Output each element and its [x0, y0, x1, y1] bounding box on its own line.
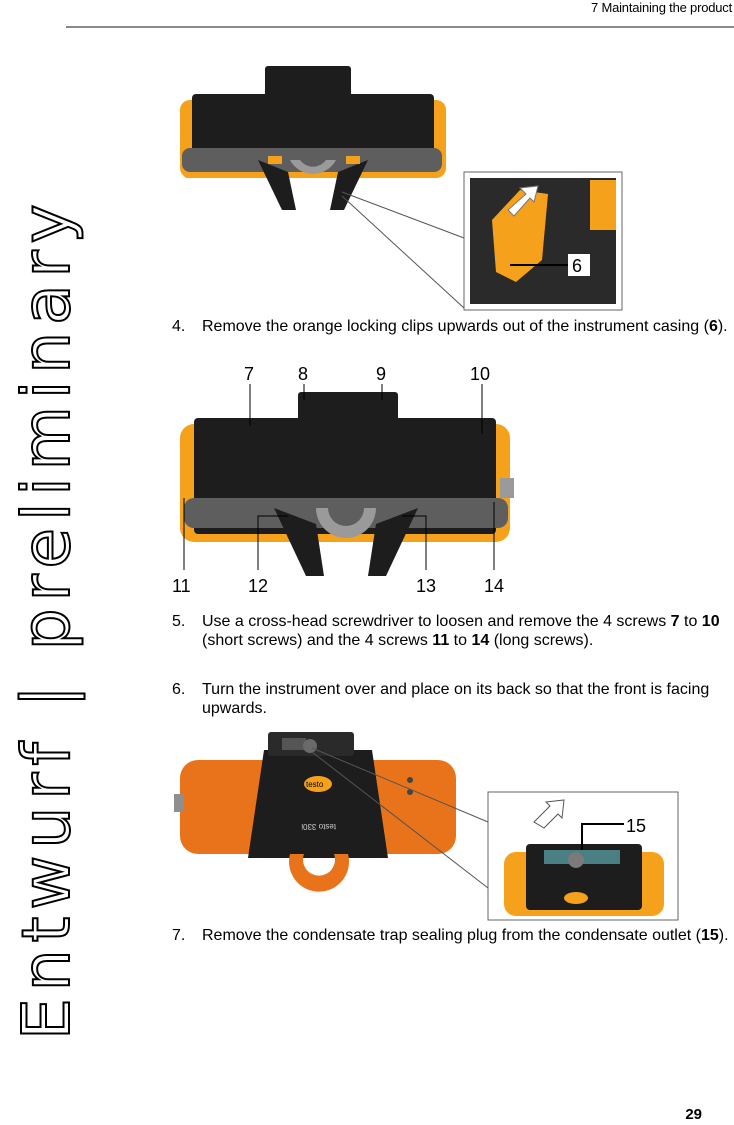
housing-left-arm	[274, 508, 324, 576]
detail-housing-edge	[590, 180, 616, 230]
side-connector	[500, 478, 514, 498]
callout-13: 13	[416, 576, 436, 596]
step-number: 4.	[172, 318, 186, 335]
callout-bg-6	[568, 254, 590, 276]
step-text: Remove the condensate trap sealing plug …	[202, 927, 729, 944]
callout-7: 7	[244, 364, 254, 384]
leader-13	[402, 515, 427, 570]
step-text: Use a cross-head screwdriver to loosen a…	[202, 613, 720, 649]
callout-8: 8	[298, 364, 308, 384]
step-4: 4. Remove the orange locking clips upwar…	[172, 317, 732, 336]
housing-bottom-edge	[184, 172, 440, 178]
callout-14: 14	[484, 576, 504, 596]
step-5: 5. Use a cross-head screwdriver to loose…	[172, 612, 732, 650]
housing-grey-band	[182, 148, 442, 172]
housing-right-arm	[330, 160, 368, 210]
header-rule	[66, 26, 734, 28]
figure-instrument-front-plug: testo testo 330i 15	[174, 732, 679, 921]
housing-top-cover	[298, 392, 398, 428]
callout-10: 10	[470, 364, 490, 384]
housing-ring	[290, 160, 336, 174]
detail-leader-bottom	[341, 195, 465, 309]
housing-front-centre	[248, 750, 388, 858]
detail-plug	[568, 852, 584, 868]
device-label: testo 330i	[301, 822, 336, 831]
clip-right	[346, 156, 360, 164]
leader-12	[257, 515, 288, 570]
up-arrow-icon	[533, 799, 565, 829]
step-number: 6.	[172, 681, 186, 698]
clip-left	[268, 156, 282, 164]
step-number: 7.	[172, 927, 186, 944]
brand-logo: testo	[306, 780, 324, 789]
detail-leader-top	[311, 747, 489, 823]
callout-12: 12	[248, 576, 268, 596]
detail-logo-badge	[564, 892, 588, 904]
step-number: 5.	[172, 613, 186, 630]
led-indicator	[407, 777, 413, 783]
display-window	[282, 738, 306, 750]
side-connector	[174, 794, 184, 812]
brand-logo-badge	[304, 776, 332, 792]
callout-6: 6	[572, 256, 582, 276]
callout-11: 11	[172, 576, 191, 596]
step-text: Turn the instrument over and place on it…	[202, 681, 710, 717]
housing-top-cover	[265, 66, 351, 102]
condensate-outlet	[303, 739, 317, 753]
page-number: 29	[685, 1106, 702, 1123]
chapter-title: 7 Maintaining the product	[591, 0, 732, 15]
housing-grey-band	[184, 498, 508, 528]
callout-9: 9	[376, 364, 386, 384]
detail-leader-top	[341, 191, 465, 239]
housing-ring	[316, 508, 376, 538]
draft-watermark: Entwurf | preliminary	[7, 196, 86, 1041]
figure-instrument-back-clips: 6	[180, 66, 623, 311]
housing-left-arm	[258, 160, 296, 210]
detail-clip	[492, 190, 548, 282]
callout-line-15	[581, 823, 624, 850]
up-arrow-icon	[507, 185, 539, 217]
figure-screw-positions: 7 8 9 10 11 12 13 14	[172, 364, 514, 596]
housing-front-ring	[289, 854, 349, 892]
step-7: 7. Remove the condensate trap sealing pl…	[172, 926, 732, 945]
step-6: 6. Turn the instrument over and place on…	[172, 680, 732, 718]
callout-15: 15	[626, 816, 646, 836]
led-indicator	[407, 789, 413, 795]
step-text: Remove the orange locking clips upwards …	[202, 318, 728, 335]
detail-leader-bottom	[311, 751, 489, 889]
housing-right-arm	[368, 508, 418, 576]
